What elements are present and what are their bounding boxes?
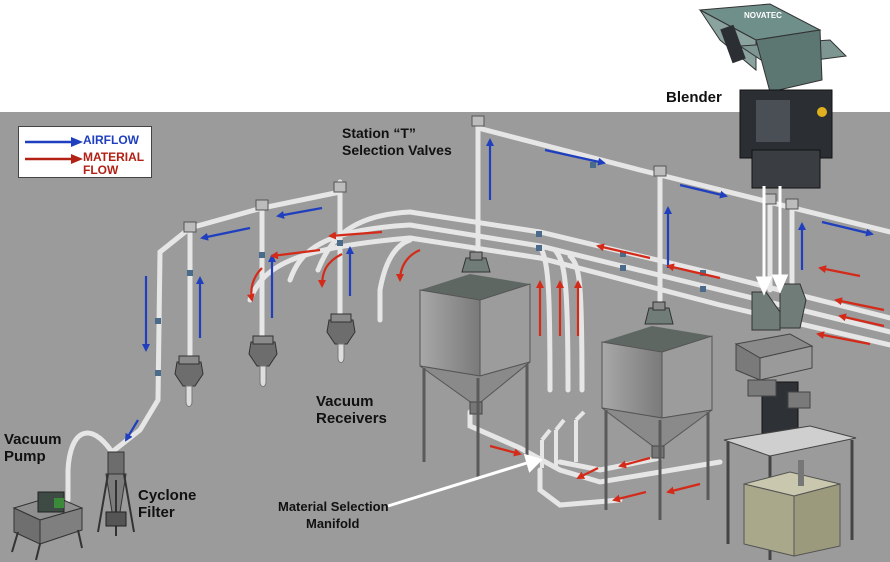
white-indicator-arrows (387, 186, 789, 508)
manifold-label-line2: Manifold (306, 516, 360, 531)
vacuum-receiver-3 (326, 313, 356, 363)
vacuum-pump-label-line1: Vacuum (4, 431, 62, 448)
arrow-right-icon (25, 154, 83, 164)
arrow-right-icon (25, 137, 83, 147)
vacuum-receivers-label-line2: Receivers (316, 410, 387, 427)
brand-logo: NOVATEC (744, 11, 782, 20)
manifold-label-line1: Material Selection (278, 499, 389, 514)
vacuum-pump-label-line2: Pump (4, 448, 46, 465)
cyclone-filter-label-line2: Filter (138, 504, 175, 521)
vacuum-pump (11, 491, 84, 561)
blender-unit: NOVATEC (698, 3, 857, 560)
station-t-valves (183, 115, 799, 233)
vacuum-receiver-2 (248, 335, 278, 387)
cyclone-filter (97, 451, 135, 536)
legend: AIRFLOW MATERIAL FLOW (18, 126, 152, 178)
material-flow-arrows (246, 230, 885, 503)
legend-material-label-line1: MATERIAL (83, 150, 145, 164)
vacuum-receivers (174, 313, 356, 407)
blender-label: Blender (666, 89, 722, 106)
vacuum-receiver-1 (174, 355, 204, 407)
storage-bin-2 (601, 301, 713, 520)
station-t-label-line2: Selection Valves (342, 142, 452, 158)
legend-material-label-line2: FLOW (83, 163, 119, 177)
station-t-label-line1: Station “T” (342, 125, 416, 141)
legend-airflow-label: AIRFLOW (83, 133, 139, 147)
vacuum-receivers-label-line1: Vacuum (316, 393, 374, 410)
storage-bin-1 (419, 251, 531, 478)
cyclone-filter-label-line1: Cyclone (138, 487, 197, 504)
material-selection-manifold (540, 410, 586, 468)
airflow-arrows (124, 138, 874, 442)
